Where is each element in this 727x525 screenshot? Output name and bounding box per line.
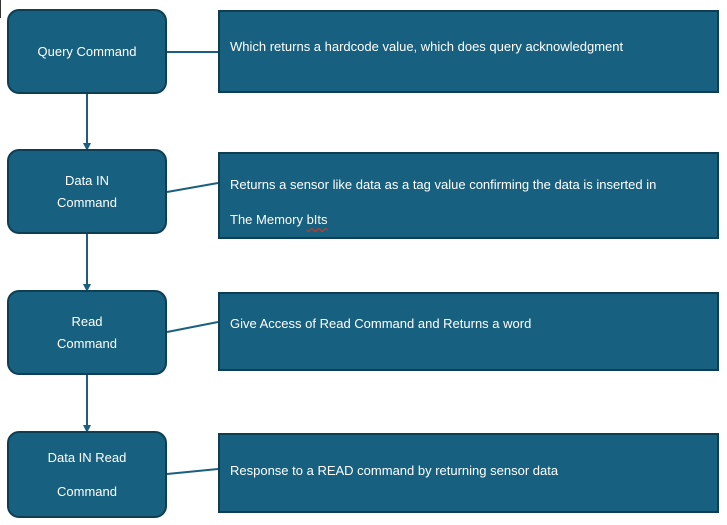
description-text: Give Access of Read Command and Returns … — [230, 316, 532, 331]
command-label: Query Command — [37, 43, 137, 59]
connector-3 — [166, 321, 219, 333]
spellcheck-underline: bIts — [306, 212, 328, 227]
command-label: Data IN Read Command — [47, 449, 127, 499]
data-in-read-command-box: Data IN Read Command — [7, 431, 167, 518]
command-label: Data IN Command — [57, 172, 117, 210]
connector-4 — [166, 468, 219, 475]
data-in-command-description: Returns a sensor like data as a tag valu… — [218, 152, 719, 239]
read-command-description: Give Access of Read Command and Returns … — [218, 292, 719, 371]
description-text: Which returns a hardcode value, which do… — [230, 39, 624, 54]
data-in-command-box: Data IN Command — [7, 149, 167, 234]
description-text: Returns a sensor like data as a tag valu… — [230, 177, 657, 227]
command-label: Read Command — [57, 313, 117, 351]
read-command-box: Read Command — [7, 290, 167, 375]
query-command-description: Which returns a hardcode value, which do… — [218, 10, 719, 93]
connector-2 — [166, 182, 219, 193]
query-command-box: Query Command — [7, 9, 167, 94]
corner-marker — [0, 0, 7, 18]
data-in-read-command-description: Response to a READ command by returning … — [218, 433, 719, 513]
description-text: Response to a READ command by returning … — [230, 463, 559, 478]
